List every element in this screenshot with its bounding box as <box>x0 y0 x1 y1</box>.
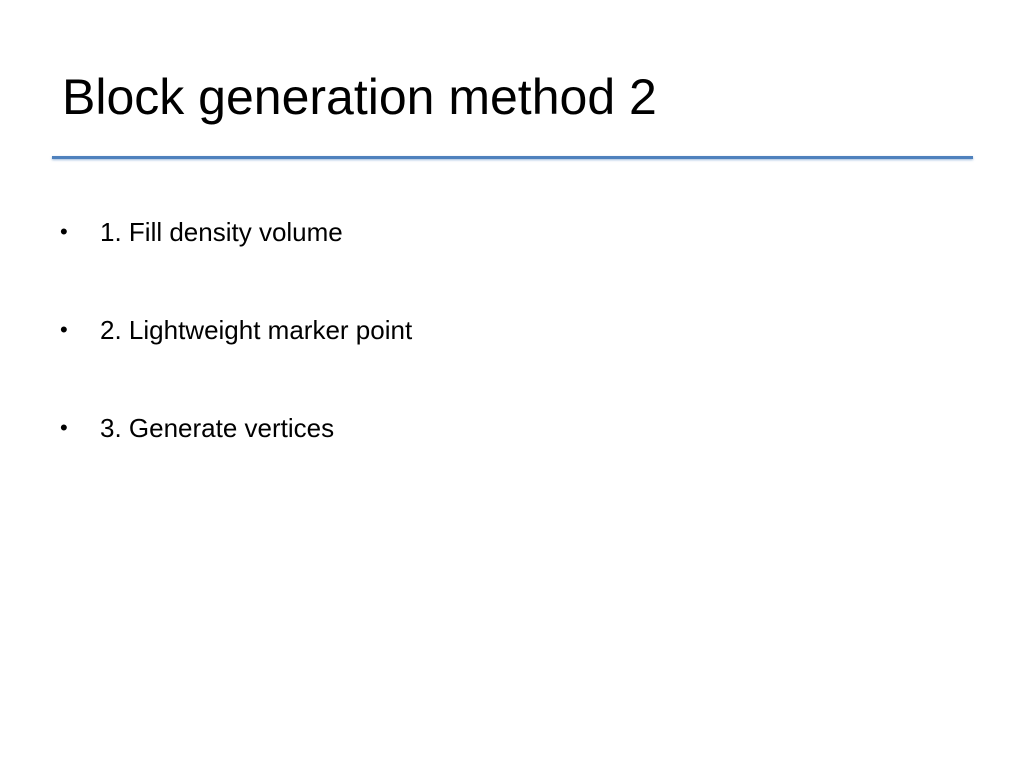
bullet-text-3: 3. Generate vertices <box>100 412 335 443</box>
bullet-point-icon: • <box>60 415 68 440</box>
bullet-list: • 1. Fill density volume • 2. Lightweigh… <box>60 212 412 506</box>
bullet-text-2: 2. Lightweight marker point <box>100 314 413 345</box>
bullet-point-icon: • <box>60 219 68 244</box>
bullet-item-2: • 2. Lightweight marker point <box>60 310 412 350</box>
bullet-point-icon: • <box>60 317 68 342</box>
bullet-item-1: • 1. Fill density volume <box>60 212 412 252</box>
title-underline <box>52 156 973 159</box>
slide-title: Block generation method 2 <box>62 69 657 125</box>
bullet-text-1: 1. Fill density volume <box>100 216 343 247</box>
bullet-item-3: • 3. Generate vertices <box>60 408 412 448</box>
